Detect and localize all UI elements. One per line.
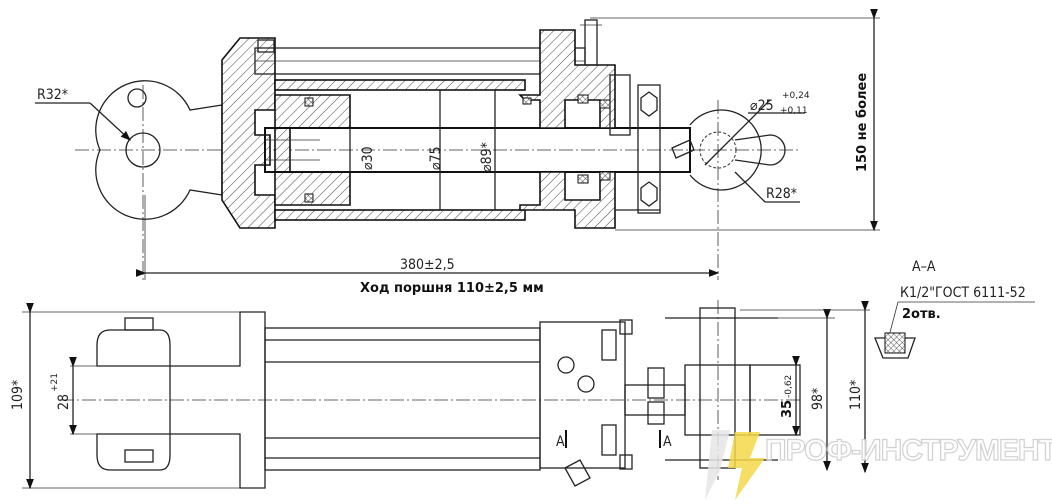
dim-slot: 28 — [56, 394, 72, 410]
rod-clamp — [637, 84, 661, 214]
bottom-plan-view: 109* 28 +21 35 -0,62 98* 110* A A — [10, 300, 870, 490]
dim-pin-diameter: ⌀25 — [750, 98, 774, 114]
section-title: А–А — [912, 259, 936, 275]
dim-eye-radius-left: R32* — [37, 87, 68, 103]
tube-wall-bottom — [274, 209, 526, 221]
piston-rod — [264, 127, 691, 173]
dim-pin-tol-upper: +0,24 — [782, 91, 810, 101]
dim-tube-diameter: ⌀89* — [479, 142, 495, 172]
section-mark-left: A — [556, 434, 565, 450]
section-mark-right: A — [663, 434, 672, 450]
dim-clevis: 35 — [780, 400, 795, 418]
dim-height-max: 150 не более — [855, 73, 870, 172]
watermark: ПРОФ-ИНСТРУМЕНТ — [705, 430, 1052, 500]
section-a-a: А–А К1/2"ГОСТ 6111-52 2отв. — [874, 259, 1035, 359]
tube-wall-top — [274, 79, 526, 91]
dim-width: 109* — [10, 380, 26, 410]
dim-eye-radius-right: R28* — [766, 186, 797, 202]
dim-overall-length: 380±2,5 — [400, 257, 455, 273]
left-eye — [95, 80, 223, 280]
dim-clevis-tol: -0,62 — [784, 375, 794, 398]
front-head-block — [539, 321, 626, 469]
top-section-view: R32* ⌀25 +0,24 +0,11 R28* ⌀30 ⌀75 ⌀89* 3… — [35, 8, 880, 296]
holes-label: 2отв. — [902, 307, 941, 322]
dim-pin-tol-lower: +0,11 — [780, 106, 808, 116]
dim-rod-diameter: ⌀30 — [360, 146, 376, 170]
front-head — [518, 29, 616, 129]
rear-head — [221, 37, 276, 229]
dim-98: 98* — [810, 388, 826, 410]
stroke-label: Ход поршня 110±2,5 мм — [360, 281, 544, 296]
thread-label: К1/2"ГОСТ 6111-52 — [900, 285, 1026, 301]
dim-slot-tol: +21 — [50, 373, 60, 392]
cylinder-body — [264, 327, 541, 471]
rear-yoke — [96, 311, 266, 489]
watermark-logo-icon — [728, 432, 765, 500]
watermark-text: ПРОФ-ИНСТРУМЕНТ — [765, 434, 1052, 467]
dim-110: 110* — [848, 380, 864, 410]
dim-piston-diameter: ⌀75 — [428, 146, 444, 170]
right-eye — [671, 100, 786, 280]
